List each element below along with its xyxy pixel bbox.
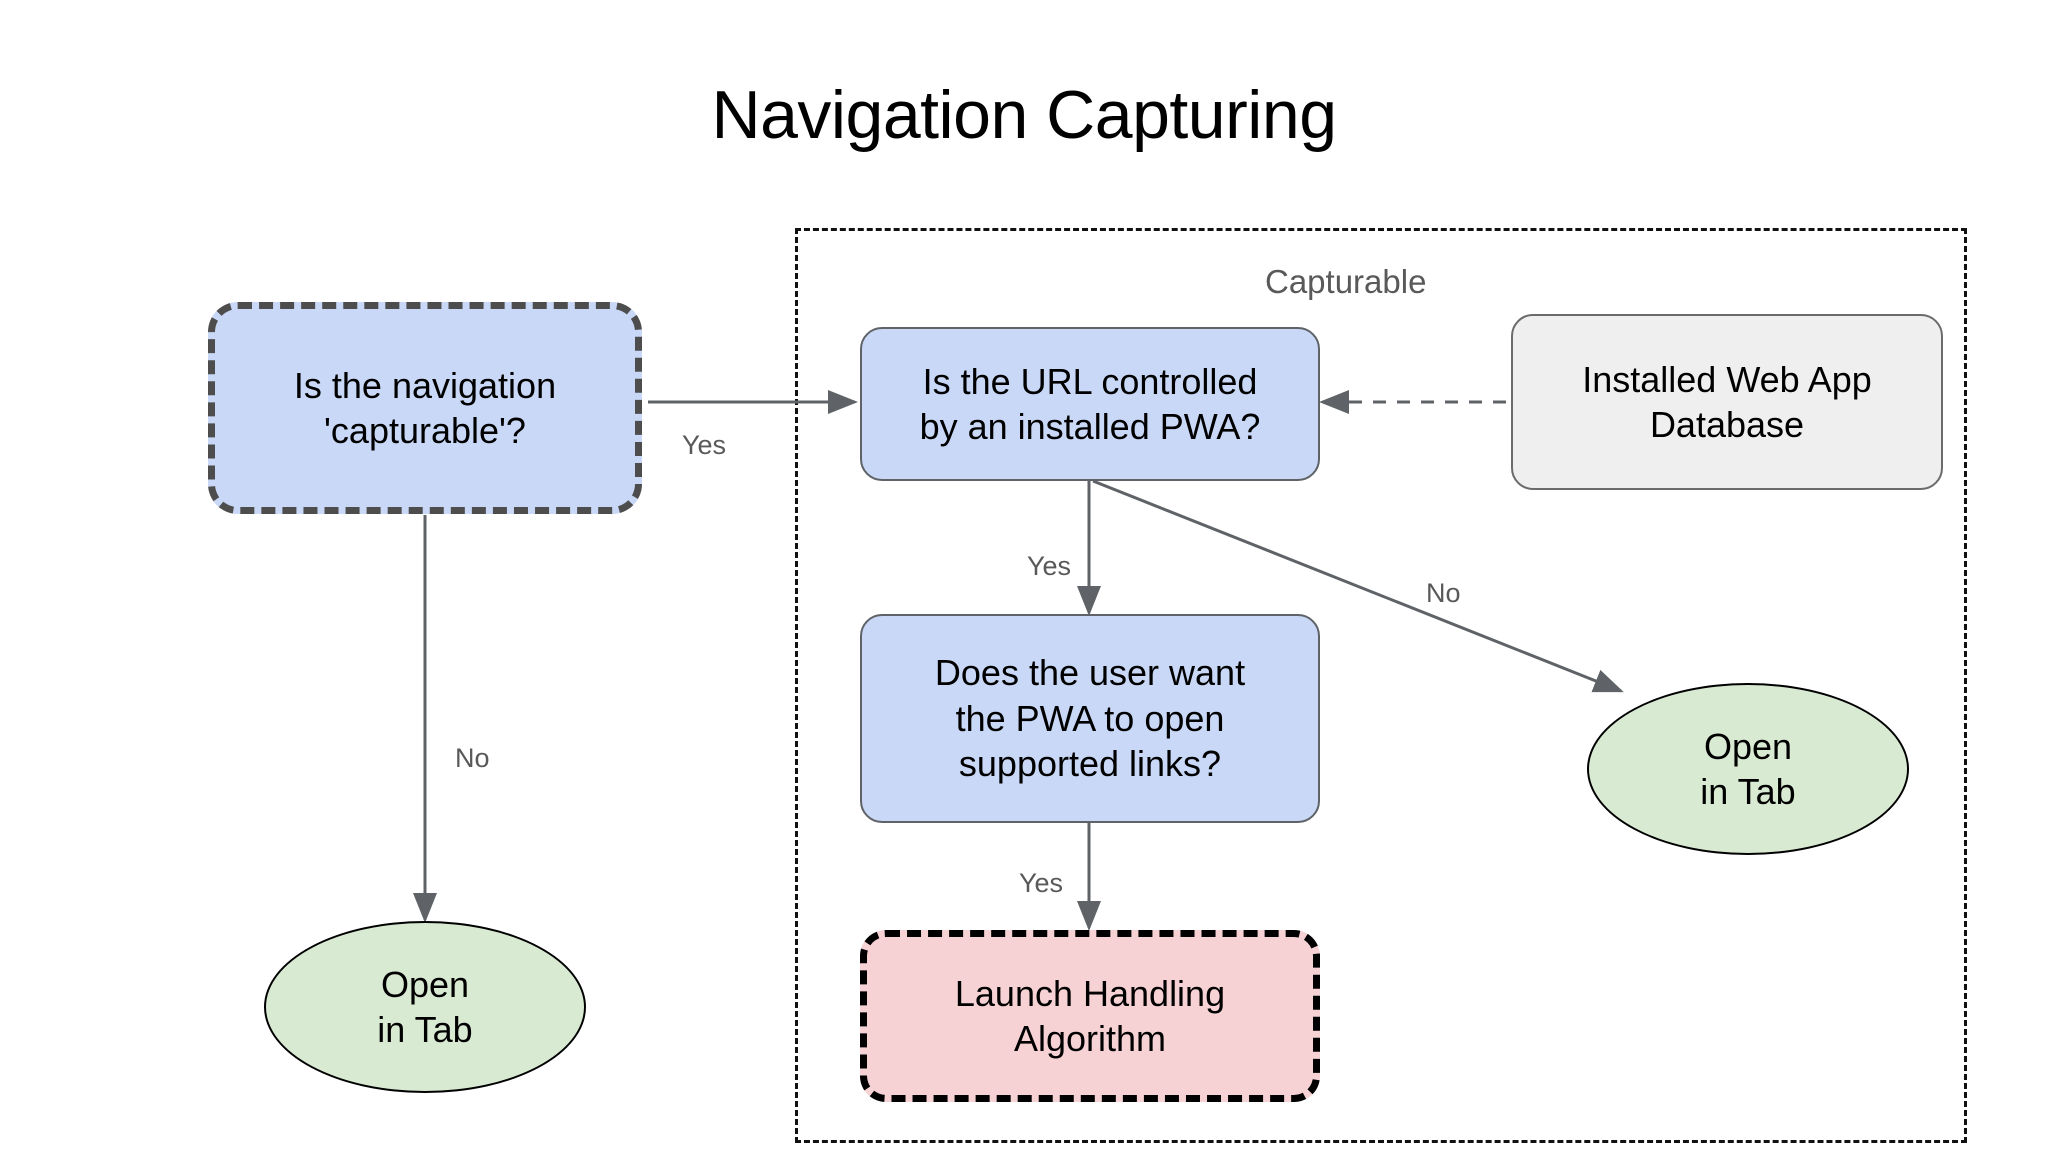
- node-label: Is the navigation 'capturable'?: [293, 364, 557, 451]
- edge-label-capturable-yes: Yes: [682, 430, 727, 460]
- capturable-group-container: [795, 228, 1967, 1143]
- node-label: Does the user want the PWA to open suppo…: [934, 652, 1246, 785]
- edge-label-capturable-no: No: [455, 743, 490, 773]
- node-open-in-tab-right[interactable]: Open in Tab: [1587, 683, 1909, 855]
- capturable-group-label: Capturable: [1265, 263, 1427, 300]
- node-label: Launch Handling Algorithm: [954, 972, 1226, 1059]
- edge-label-user-want-yes: Yes: [1019, 868, 1064, 898]
- node-is-navigation-capturable[interactable]: Is the navigation 'capturable'?: [208, 302, 642, 514]
- node-installed-web-app-database[interactable]: Installed Web App Database: [1511, 314, 1943, 490]
- edge-label-url-no: No: [1426, 578, 1461, 608]
- node-label: Open in Tab: [1700, 725, 1796, 812]
- node-open-in-tab-left[interactable]: Open in Tab: [264, 921, 586, 1093]
- node-is-url-controlled[interactable]: Is the URL controlled by an installed PW…: [860, 327, 1320, 481]
- page-title: Navigation Capturing: [711, 77, 1337, 153]
- node-label: Open in Tab: [377, 963, 473, 1050]
- node-does-user-want[interactable]: Does the user want the PWA to open suppo…: [860, 614, 1320, 823]
- node-launch-handling-algorithm[interactable]: Launch Handling Algorithm: [860, 930, 1320, 1102]
- node-label: Is the URL controlled by an installed PW…: [919, 360, 1261, 447]
- node-label: Installed Web App Database: [1582, 358, 1872, 445]
- edge-label-url-yes: Yes: [1027, 551, 1072, 581]
